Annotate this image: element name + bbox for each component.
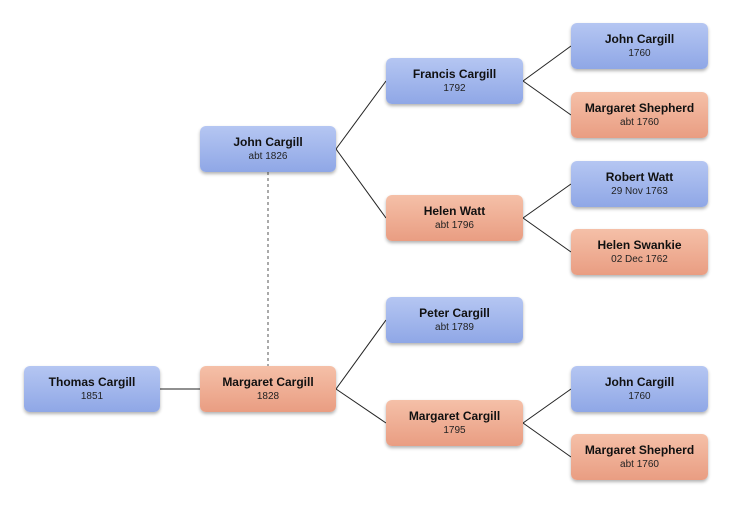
person-date: 02 Dec 1762 xyxy=(611,254,668,265)
person-name: Peter Cargill xyxy=(419,306,490,320)
person-card-helen-swankie[interactable]: Helen Swankie 02 Dec 1762 xyxy=(571,229,708,275)
connector-margaret1795-john1760 xyxy=(522,388,572,424)
person-card-margaret-shepherd-b[interactable]: Margaret Shepherd abt 1760 xyxy=(571,434,708,480)
person-name: Margaret Cargill xyxy=(222,375,314,389)
connector-helen-swankie xyxy=(522,217,572,253)
person-date: 29 Nov 1763 xyxy=(611,186,668,197)
person-name: Thomas Cargill xyxy=(48,375,136,389)
connector-margaret1795-shepherd xyxy=(522,422,572,458)
person-name: Robert Watt xyxy=(605,170,674,184)
person-date: 1792 xyxy=(443,83,466,94)
person-name: Margaret Shepherd xyxy=(584,101,695,115)
person-name: Helen Watt xyxy=(423,204,486,218)
person-card-peter-cargill[interactable]: Peter Cargill abt 1789 xyxy=(386,297,523,343)
person-date: 1760 xyxy=(628,48,651,59)
person-card-robert-watt[interactable]: Robert Watt 29 Nov 1763 xyxy=(571,161,708,207)
person-date: 1828 xyxy=(256,391,280,402)
person-card-john-cargill-father[interactable]: John Cargill abt 1826 xyxy=(200,126,336,172)
person-card-john-cargill-1760-a[interactable]: John Cargill 1760 xyxy=(571,23,708,69)
person-date: abt 1796 xyxy=(435,220,474,231)
person-date: abt 1760 xyxy=(620,459,659,470)
person-name: John Cargill xyxy=(233,135,303,149)
person-date: abt 1826 xyxy=(248,151,288,162)
person-date: 1795 xyxy=(443,425,466,436)
person-name: Helen Swankie xyxy=(597,238,682,252)
person-name: John Cargill xyxy=(604,32,675,46)
person-card-helen-watt[interactable]: Helen Watt abt 1796 xyxy=(386,195,523,241)
person-card-margaret-shepherd-a[interactable]: Margaret Shepherd abt 1760 xyxy=(571,92,708,138)
connector-margaret-margaret1795 xyxy=(335,388,387,424)
connector-francis-shepherd xyxy=(522,80,572,116)
person-name: Margaret Shepherd xyxy=(584,443,695,457)
person-card-margaret-cargill-mother[interactable]: Margaret Cargill 1828 xyxy=(200,366,336,412)
connector-margaret-peter xyxy=(335,319,387,390)
person-date: 1851 xyxy=(80,391,104,402)
person-name: Francis Cargill xyxy=(412,67,497,81)
person-date: abt 1789 xyxy=(435,322,474,333)
person-card-thomas-cargill[interactable]: Thomas Cargill 1851 xyxy=(24,366,160,412)
connector-francis-john1760 xyxy=(522,45,572,82)
person-card-margaret-cargill-1795[interactable]: Margaret Cargill 1795 xyxy=(386,400,523,446)
connector-john-helen xyxy=(335,148,387,219)
person-name: John Cargill xyxy=(604,375,675,389)
connector-helen-robert xyxy=(522,183,572,219)
person-date: 1760 xyxy=(628,391,651,402)
person-date: abt 1760 xyxy=(620,117,659,128)
person-card-francis-cargill[interactable]: Francis Cargill 1792 xyxy=(386,58,523,104)
connector-john-francis xyxy=(335,80,387,150)
person-card-john-cargill-1760-b[interactable]: John Cargill 1760 xyxy=(571,366,708,412)
person-name: Margaret Cargill xyxy=(408,409,501,423)
